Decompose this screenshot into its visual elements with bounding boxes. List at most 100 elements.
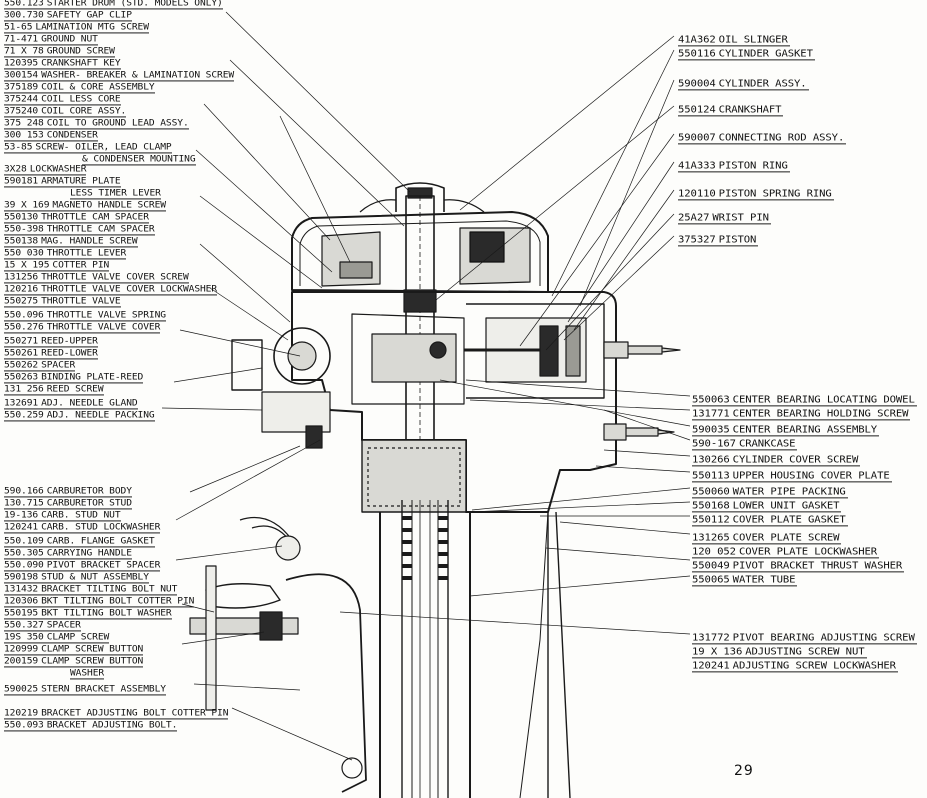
part-description: MAGNETO HANDLE SCREW — [52, 200, 166, 211]
part-number: 590007 — [678, 132, 716, 144]
part-description: THROTTLE LEVER — [46, 248, 127, 259]
part-number: 53-85 — [4, 142, 33, 153]
part-number: 590181 — [4, 176, 39, 187]
part-number: 590004 — [678, 78, 716, 90]
part-number: 3X28 — [4, 164, 27, 175]
part-number: 590-167 — [692, 438, 736, 450]
part-description: PIVOT BRACKET THRUST WASHER — [732, 560, 903, 572]
part-number: 131432 — [4, 584, 39, 595]
part-number: 300.730 — [4, 10, 44, 21]
part-description: PIVOT BEARING ADJUSTING SCREW — [732, 632, 915, 644]
left-callout-label: & CONDENSER MOUNTING — [82, 154, 196, 166]
left-callout-label: WASHER — [70, 668, 104, 680]
part-number: 550261 — [4, 348, 39, 359]
part-description: THROTTLE VALVE COVER LOCKWASHER — [41, 284, 218, 295]
part-number: 550.093 — [4, 720, 44, 731]
part-description: STARTER DRUM (STD. MODELS ONLY) — [46, 0, 223, 9]
part-number: 550130 — [4, 212, 39, 223]
part-description: CONDENSER — [46, 130, 98, 141]
part-number: 550.123 — [4, 0, 44, 9]
part-number: 375327 — [678, 234, 716, 246]
part-description: CONNECTING ROD ASSY. — [718, 132, 845, 144]
part-description: BINDING PLATE-REED — [41, 372, 144, 383]
part-description: CLAMP SCREW BUTTON — [41, 656, 144, 667]
part-number: 550262 — [4, 360, 39, 371]
label-text: WASHER — [70, 668, 104, 680]
part-number: 550275 — [4, 296, 39, 307]
part-number: 590198 — [4, 572, 39, 583]
part-number: 120395 — [4, 58, 39, 69]
part-number: 19S 350 — [4, 632, 44, 643]
part-number: 71 X 78 — [4, 46, 44, 57]
part-number: 590.166 — [4, 486, 44, 497]
part-number: 550113 — [692, 470, 730, 482]
part-description: GROUND SCREW — [46, 46, 115, 57]
part-number: 130.715 — [4, 498, 44, 509]
part-description: WATER TUBE — [732, 574, 796, 586]
part-number: 590025 — [4, 684, 39, 695]
part-number: 550.259 — [4, 410, 44, 421]
part-number: 15 X 195 — [4, 260, 50, 271]
part-description: ADJUSTING SCREW LOCKWASHER — [732, 660, 896, 672]
part-number: 120241 — [4, 522, 39, 533]
part-description: LOWER UNIT GASKET — [732, 500, 840, 512]
part-description: THROTTLE VALVE SPRING — [46, 310, 166, 321]
part-number: 131 256 — [4, 384, 44, 395]
part-number: 550.276 — [4, 322, 44, 333]
part-number: 550.096 — [4, 310, 44, 321]
part-number: 300154 — [4, 70, 39, 81]
part-number: 550116 — [678, 48, 716, 60]
part-number: 41A333 — [678, 160, 716, 172]
label-text: & CONDENSER MOUNTING — [82, 154, 196, 166]
left-callout-label: LESS TIMER LEVER — [70, 188, 161, 200]
part-number: 550063 — [692, 394, 730, 406]
page-number: 29 — [734, 763, 754, 779]
part-number: 550168 — [692, 500, 730, 512]
part-description: COTTER PIN — [52, 260, 110, 271]
